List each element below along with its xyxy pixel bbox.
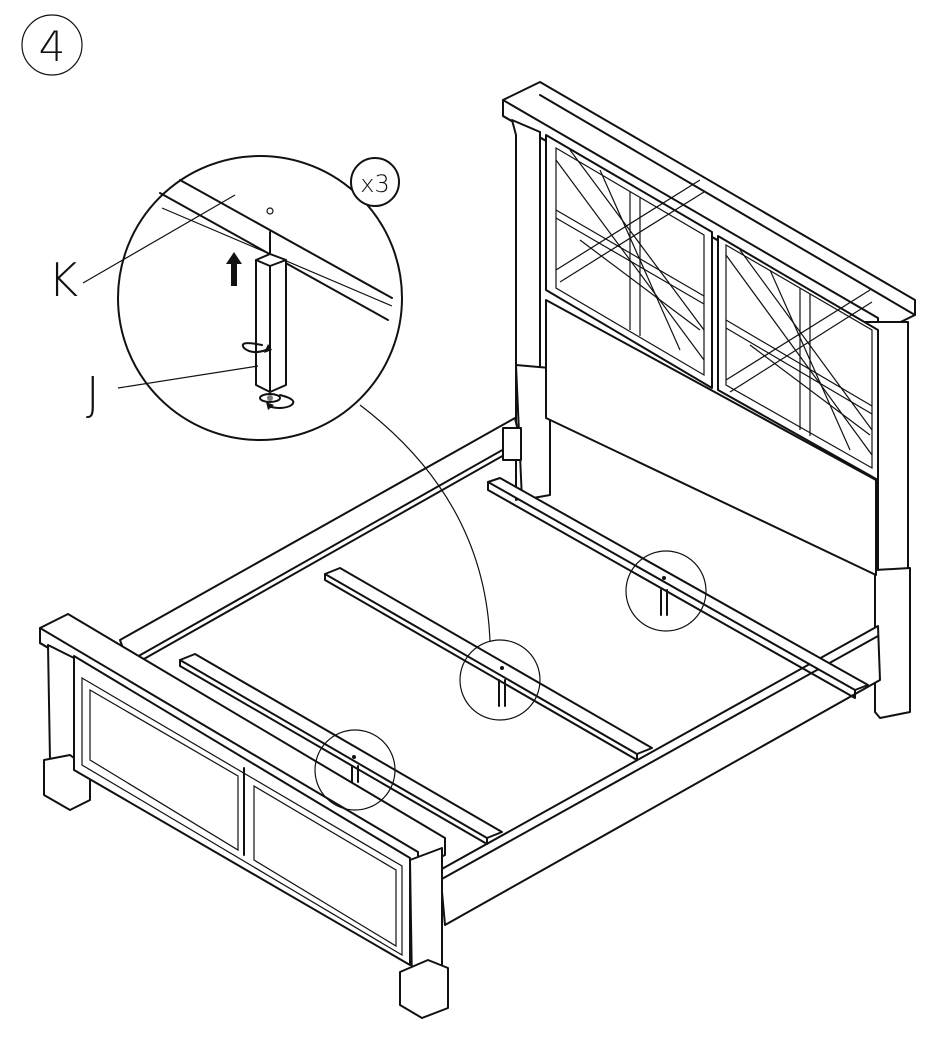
footboard	[39, 613, 449, 1019]
part-label-k: K	[48, 253, 78, 307]
up-arrow-icon	[226, 252, 242, 286]
step-badge: 4	[21, 14, 83, 76]
side-rails	[119, 417, 881, 926]
quantity-label: x3	[360, 170, 389, 198]
slat-callouts	[314, 550, 707, 811]
detail-leader	[359, 404, 491, 643]
part-label-j: J	[86, 367, 100, 421]
rotate-arrow-icon-2	[267, 394, 295, 409]
support-leg-part	[255, 231, 287, 403]
rotate-arrow-icon	[241, 342, 267, 354]
lattice-right	[725, 249, 873, 456]
headboard	[502, 81, 916, 719]
step-number: 4	[39, 22, 66, 71]
lattice-left	[555, 149, 705, 361]
detail-callout: x3	[117, 155, 403, 441]
